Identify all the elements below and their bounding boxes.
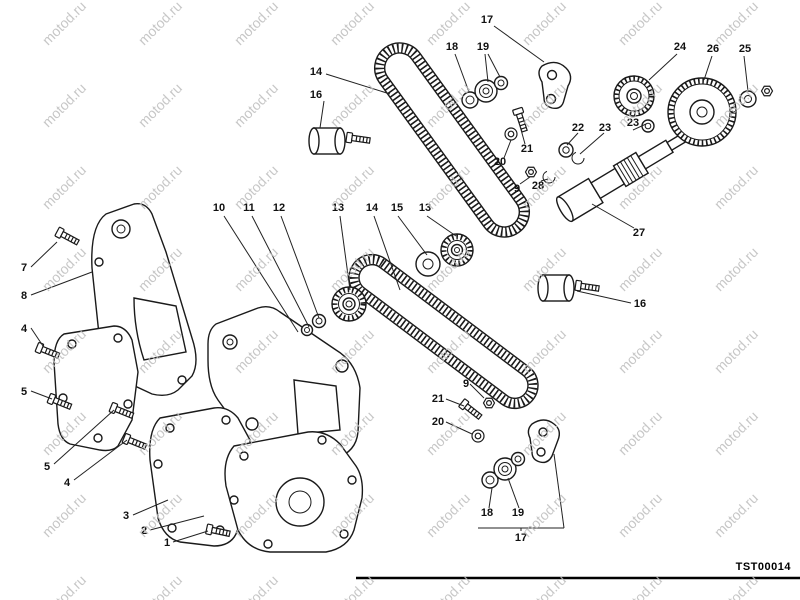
page: motod.ru: [0, 0, 800, 600]
parts-diagram: motod.ru: [0, 0, 800, 600]
watermark-layer: [0, 0, 800, 600]
